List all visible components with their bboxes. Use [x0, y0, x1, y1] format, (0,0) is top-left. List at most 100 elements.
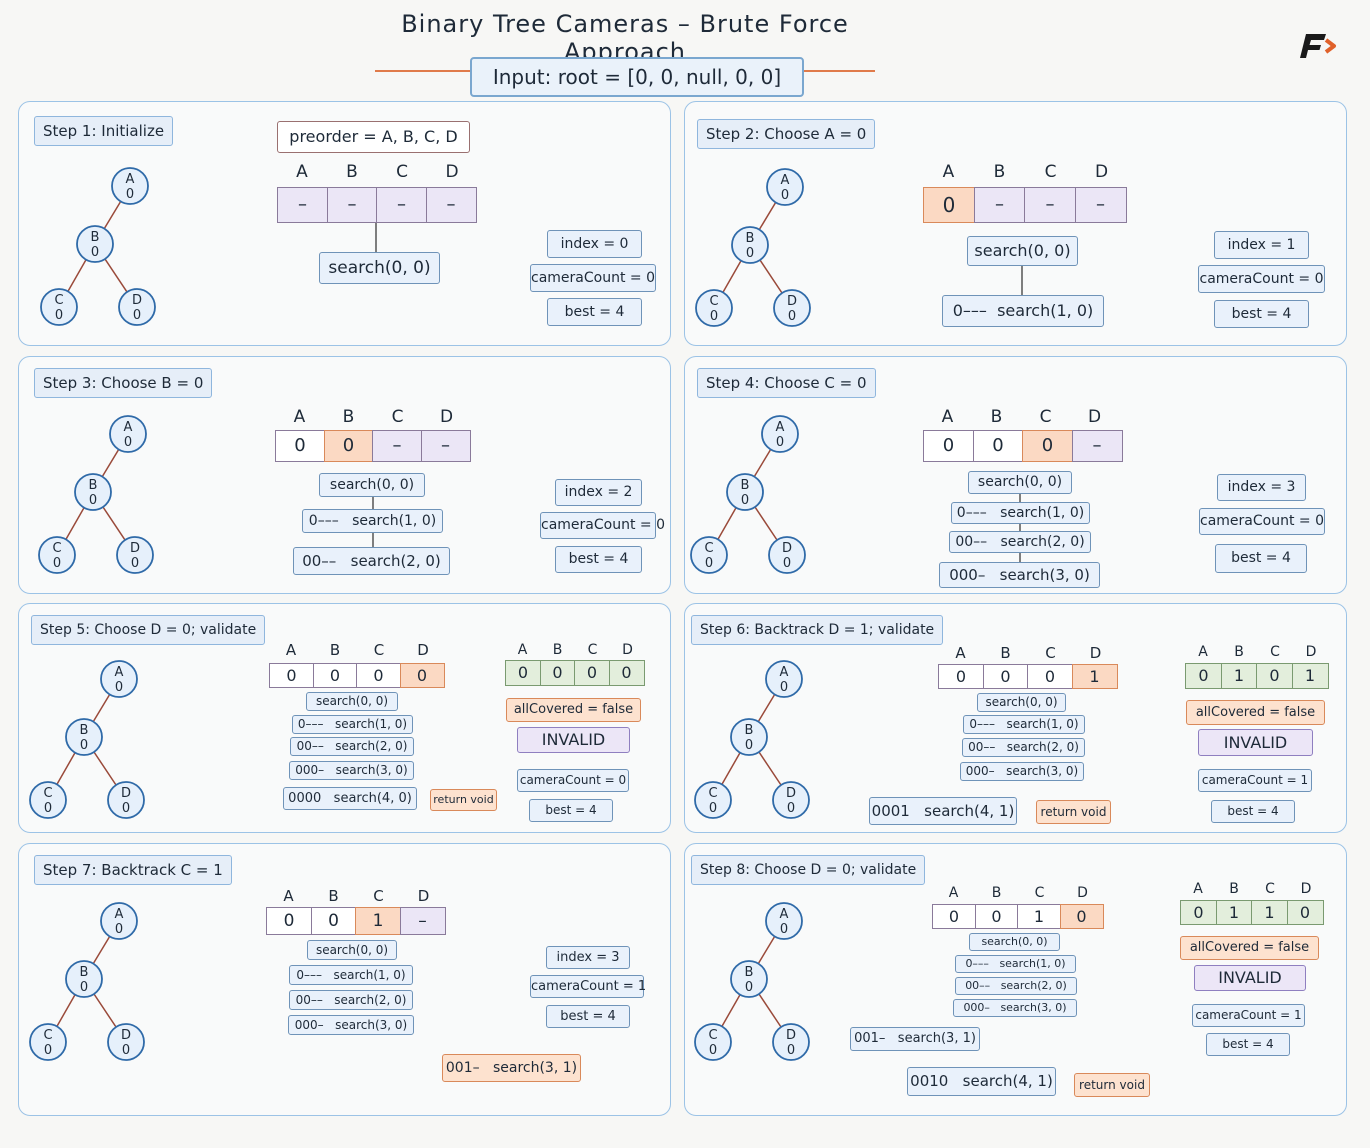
call-text: search(2, 0) — [334, 993, 407, 1007]
call-text: search(3, 0) — [335, 1018, 408, 1032]
invalid-badge: INVALID — [1198, 729, 1313, 756]
tree-node-label: D — [786, 1028, 796, 1043]
tree-node-label: D — [132, 293, 142, 308]
invalid-badge: INVALID — [517, 727, 630, 753]
array-cell-b: 0 — [972, 430, 1024, 462]
tree-node-label: A — [115, 665, 124, 680]
coverage-cell-a: 0 — [505, 660, 541, 686]
array-cell-d: – — [1074, 187, 1127, 223]
search-call-box: search(0, 0) — [306, 692, 398, 711]
tree-node-circle — [730, 718, 768, 756]
array-cell-c: 0 — [1022, 430, 1073, 462]
coverage-cell-a: 0 — [1185, 663, 1222, 689]
search-call-box: search(0, 0) — [319, 473, 425, 497]
tree-node-circle — [772, 1023, 810, 1061]
call-prefix: 0––– — [965, 957, 989, 970]
call-prefix: 000– — [965, 764, 995, 778]
array-cell-b: 0 — [312, 663, 358, 688]
tree-node-label: D — [121, 1028, 131, 1043]
assignment-array: 0 0 1 0 — [932, 904, 1104, 929]
index-box: index = 0 — [547, 230, 642, 258]
tree-node-value: 0 — [787, 801, 795, 816]
call-prefix: 00–– — [955, 534, 988, 550]
tree-node-d: D0 — [107, 781, 145, 819]
tree-node-circle — [731, 226, 769, 264]
call-text: search(1, 0) — [999, 957, 1066, 970]
tree-node-b: B0 — [726, 473, 764, 511]
tree-node-circle — [107, 781, 145, 819]
tree-node-circle — [100, 660, 138, 698]
tree-node-b: B0 — [730, 960, 768, 998]
array-cell-d: 0 — [1059, 904, 1104, 929]
array-cell-a: 0 — [932, 904, 976, 929]
array-cell-c: – — [1024, 187, 1076, 223]
assignment-array: 0 0 0 – — [923, 430, 1123, 462]
tree-node-value: 0 — [788, 309, 796, 324]
tree-node-circle — [38, 536, 76, 574]
tree-node-a: A0 — [765, 902, 803, 940]
tree-node-b: B0 — [731, 226, 769, 264]
tree-node-value: 0 — [115, 680, 123, 695]
search-call-box: 001– search(3, 1) — [850, 1027, 980, 1051]
call-text: search(4, 1) — [924, 802, 1015, 820]
array-cell-a: 0 — [923, 430, 974, 462]
tree-node-d: D0 — [116, 536, 154, 574]
tree-node-label: B — [89, 478, 98, 493]
array-cell-b: 0 — [310, 907, 357, 935]
tree-node-label: B — [745, 965, 754, 980]
tree-node-c: C0 — [690, 536, 728, 574]
assignment-array: 0 0 0 0 — [269, 663, 445, 688]
coverage-cell-c: 0 — [1256, 663, 1293, 689]
search-call-box: 00–– search(2, 0) — [955, 977, 1077, 995]
call-text: search(1, 0) — [334, 717, 408, 731]
tree-node-value: 0 — [55, 308, 63, 323]
tree-node-d: D0 — [772, 781, 810, 819]
tree-node-label: B — [745, 723, 754, 738]
call-text: search(3, 0) — [335, 763, 408, 777]
array-cell-a: 0 — [275, 430, 325, 462]
array-cell-d: 1 — [1071, 664, 1118, 689]
call-prefix: 0––– — [297, 717, 324, 731]
tree-node-label: C — [704, 541, 713, 556]
tree-node-label: B — [746, 231, 755, 246]
tree-node-circle — [765, 902, 803, 940]
best-box: best = 4 — [555, 546, 642, 573]
tree-node-value: 0 — [741, 493, 749, 508]
tree-node-a: A0 — [761, 415, 799, 453]
tree-node-circle — [772, 781, 810, 819]
camera-count-box: cameraCount = 0 — [1198, 265, 1325, 293]
array-cell-a: – — [277, 187, 328, 223]
array-cell-a: 0 — [938, 664, 984, 689]
call-prefix: 00–– — [968, 740, 996, 754]
tree-node-circle — [76, 225, 114, 263]
call-prefix: 0––– — [296, 968, 323, 982]
tree-node-circle — [761, 415, 799, 453]
call-prefix: 0010 — [910, 1072, 949, 1090]
tree-node-label: D — [782, 541, 792, 556]
step-6-title: Step 6: Backtrack D = 1; validate — [691, 615, 944, 645]
tree-node-label: D — [130, 541, 140, 556]
best-box: best = 4 — [1211, 800, 1295, 823]
tree-node-value: 0 — [746, 246, 754, 261]
call-prefix: 0––– — [956, 505, 987, 521]
step-7-title: Step 7: Backtrack C = 1 — [34, 855, 232, 885]
call-prefix: 000– — [949, 566, 986, 584]
best-box: best = 4 — [529, 799, 613, 822]
tree-node-value: 0 — [710, 309, 718, 324]
tree-node-label: C — [708, 786, 717, 801]
step-5-title: Step 5: Choose D = 0; validate — [31, 615, 266, 645]
search-call-box: 00–– search(2, 0) — [290, 737, 414, 756]
camera-count-box: cameraCount = 0 — [517, 769, 629, 792]
array-cell-c: 1 — [355, 907, 401, 935]
step-2-title: Step 2: Choose A = 0 — [697, 119, 876, 149]
tree-node-c: C0 — [40, 288, 78, 326]
tree-node-value: 0 — [44, 801, 52, 816]
